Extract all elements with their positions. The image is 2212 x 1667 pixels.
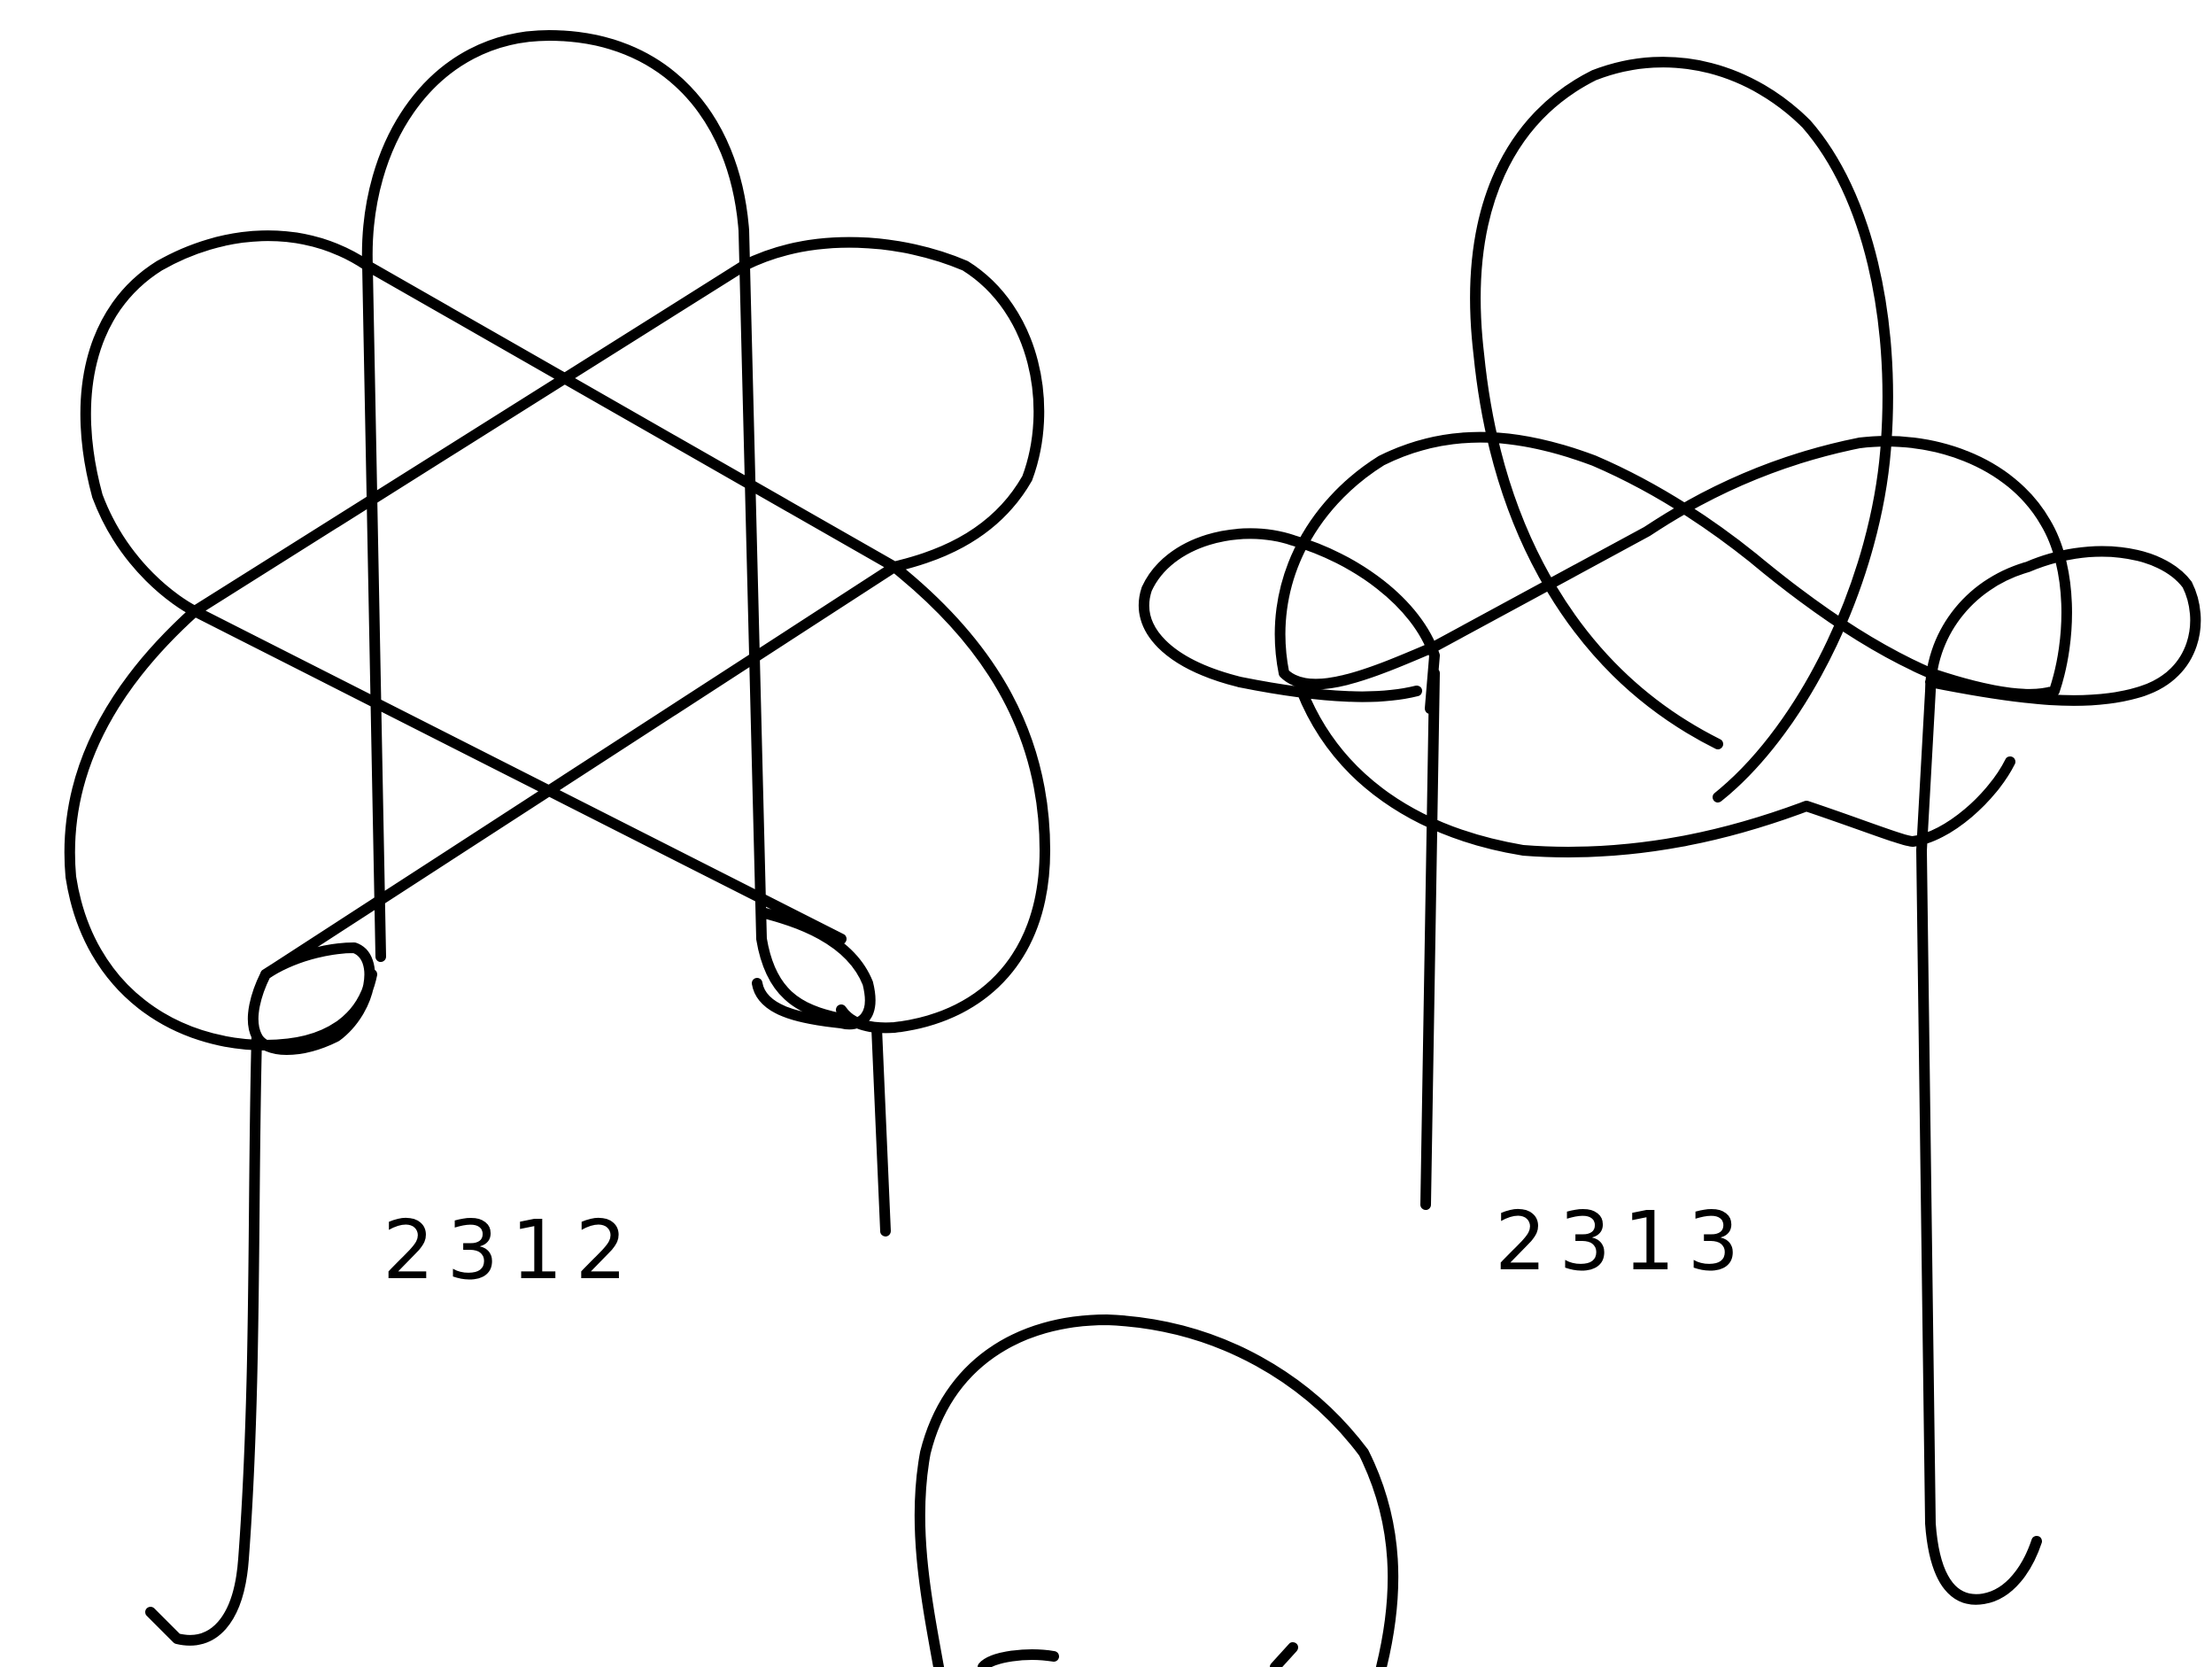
knot-partial-inner-strand-right [1275,1648,1293,1667]
figure-label-2313: 2313 [1495,1194,1752,1289]
knot-2313 [1144,62,2195,1600]
knot-2312-top-loop [367,35,841,1019]
knot-2313-middle-lobe [1280,438,2067,694]
figure-label-2312: 2312 [383,1203,639,1298]
knot-2313-right-ear [1922,552,2195,850]
knot-partial-bottom [920,1320,1393,1667]
knot-2312-end-right [877,1027,886,1231]
knot-2312-end-left [151,1036,257,1640]
knot-partial-loop [920,1320,1393,1667]
knot-2313-upper-oval [1475,62,1888,797]
knot-partial-inner-strand [983,1655,1054,1667]
knot-2312-petal-upper-left [86,236,367,611]
knot-2312-diagonal-a [367,266,894,567]
knot-2312 [70,35,1045,1640]
knot-2313-lower-arc [1302,691,2010,852]
knot-2312-petal-upper-right [744,243,1039,567]
knot-2312-petal-lower-right [841,567,1045,1027]
knot-2313-end-left [1426,673,1435,1205]
knot-2313-end-right [1922,850,2037,1600]
